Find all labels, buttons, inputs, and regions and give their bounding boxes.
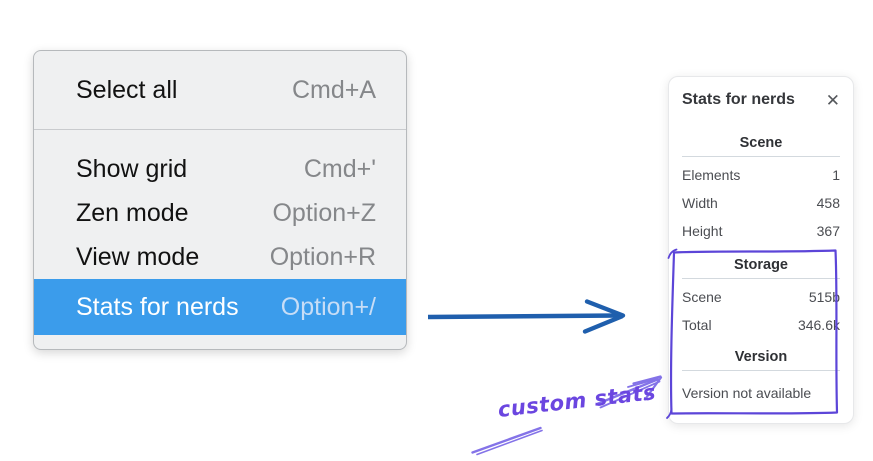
menu-item-shortcut: Option+R <box>269 242 376 271</box>
version-note: Version not available <box>682 385 812 401</box>
menu-item-shortcut: Option+Z <box>272 198 376 227</box>
stat-label: Elements <box>682 167 741 183</box>
panel-title: Stats for nerds <box>682 91 795 108</box>
stat-label: Scene <box>682 289 722 305</box>
stat-label: Height <box>682 223 723 239</box>
stat-value: 1 <box>832 167 840 183</box>
section-heading: Version <box>734 349 788 365</box>
menu-divider <box>34 129 406 130</box>
stat-value: 515b <box>808 289 840 305</box>
menu-item-select-all[interactable]: Select all Cmd+A <box>34 51 406 129</box>
close-icon[interactable]: ✕ <box>825 90 840 110</box>
annotation-label: custom stats <box>496 380 658 422</box>
stat-value: 367 <box>816 223 840 239</box>
stat-row-scene-storage: Scene 515b <box>682 283 840 311</box>
section-storage: Storage Scene 515b Total 346.6k <box>682 257 840 339</box>
menu-item-shortcut: Cmd+A <box>291 75 376 104</box>
stat-value: 346.6k <box>797 317 840 333</box>
custom-stats-arrow <box>471 375 663 456</box>
menu-item-zen-mode[interactable]: Zen mode Option+Z <box>34 191 406 235</box>
stat-row-width: Width 458 <box>682 189 840 217</box>
stat-label: Total <box>682 317 712 333</box>
menu-item-view-mode[interactable]: View mode Option+R <box>34 235 406 279</box>
menu-item-show-grid[interactable]: Show grid Cmd+' <box>34 147 406 191</box>
menu-item-label: Zen mode <box>76 198 189 227</box>
menu-item-label: Show grid <box>76 154 188 183</box>
menu-group: Show grid Cmd+' Zen mode Option+Z View m… <box>34 130 406 335</box>
stat-row-elements: Elements 1 <box>682 161 840 189</box>
menu-item-label: Stats for nerds <box>76 292 239 321</box>
section-divider <box>682 370 840 371</box>
context-menu: Select all Cmd+A Show grid Cmd+' Zen mod… <box>33 50 407 350</box>
menu-item-label: View mode <box>76 242 200 271</box>
stat-row-height: Height 367 <box>682 217 840 245</box>
menu-item-stats-for-nerds[interactable]: Stats for nerds Option+/ <box>34 279 406 335</box>
menu-item-shortcut: Cmd+' <box>303 154 376 183</box>
stat-label: Width <box>682 195 718 211</box>
stats-panel: Stats for nerds ✕ Scene Elements 1 Width… <box>668 76 854 424</box>
stat-value: 458 <box>816 195 840 211</box>
section-heading: Scene <box>739 135 783 151</box>
section-scene: Scene Elements 1 Width 458 Height 367 <box>682 135 840 245</box>
stats-panel-header: Stats for nerds ✕ <box>682 89 840 111</box>
menu-item-label: Select all <box>76 75 178 104</box>
section-heading: Storage <box>734 257 788 273</box>
menu-item-shortcut: Option+/ <box>280 292 376 321</box>
section-divider <box>682 278 840 279</box>
blue-arrow <box>427 299 626 334</box>
section-version: Version Version not available <box>682 349 840 407</box>
stat-row-total-storage: Total 346.6k <box>682 311 840 339</box>
section-divider <box>682 156 840 157</box>
